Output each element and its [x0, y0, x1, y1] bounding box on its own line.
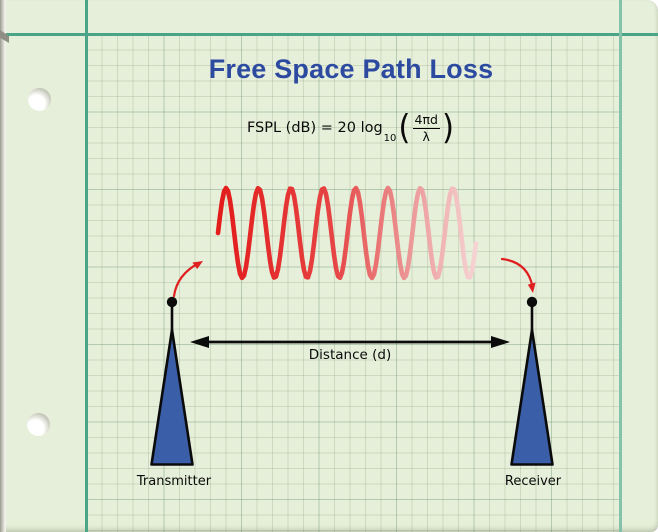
- page-left-edge: [0, 0, 6, 532]
- distance-arrowhead-left-icon: [190, 336, 209, 348]
- page-title: Free Space Path Loss: [208, 54, 494, 84]
- emit-arrowhead-icon: [192, 261, 203, 269]
- left-margin-line: [85, 0, 88, 532]
- receiver-antenna: [510, 328, 554, 466]
- transmitter-feed-point: [166, 296, 178, 308]
- receive-arrow: [500, 257, 534, 289]
- emit-arrow: [172, 262, 200, 298]
- receive-arrowhead-icon: [527, 282, 536, 293]
- page-edge-notch: [0, 30, 9, 43]
- formula-denominator: λ: [422, 128, 430, 144]
- top-margin-line: [5, 33, 658, 36]
- distance-arrowhead-right-icon: [491, 336, 510, 348]
- formula-numerator: 4πd: [412, 112, 440, 129]
- receiver-feed-point: [526, 296, 538, 308]
- transmitter-antenna: [150, 328, 194, 466]
- formula-open-paren: (: [398, 108, 411, 147]
- formula-log-subscript: 10: [383, 133, 397, 144]
- attenuating-wave: [215, 185, 479, 281]
- punch-hole-top: [28, 88, 51, 111]
- formula-lhs: FSPL (dB) = 20 log: [246, 120, 383, 136]
- punch-hole-bottom: [27, 413, 50, 436]
- formula-close-paren: ): [441, 108, 455, 147]
- right-margin-line: [619, 0, 622, 532]
- transmitter-label: Transmitter: [136, 474, 212, 489]
- receiver-label: Receiver: [504, 474, 562, 489]
- distance-label: Distance (d): [308, 347, 392, 363]
